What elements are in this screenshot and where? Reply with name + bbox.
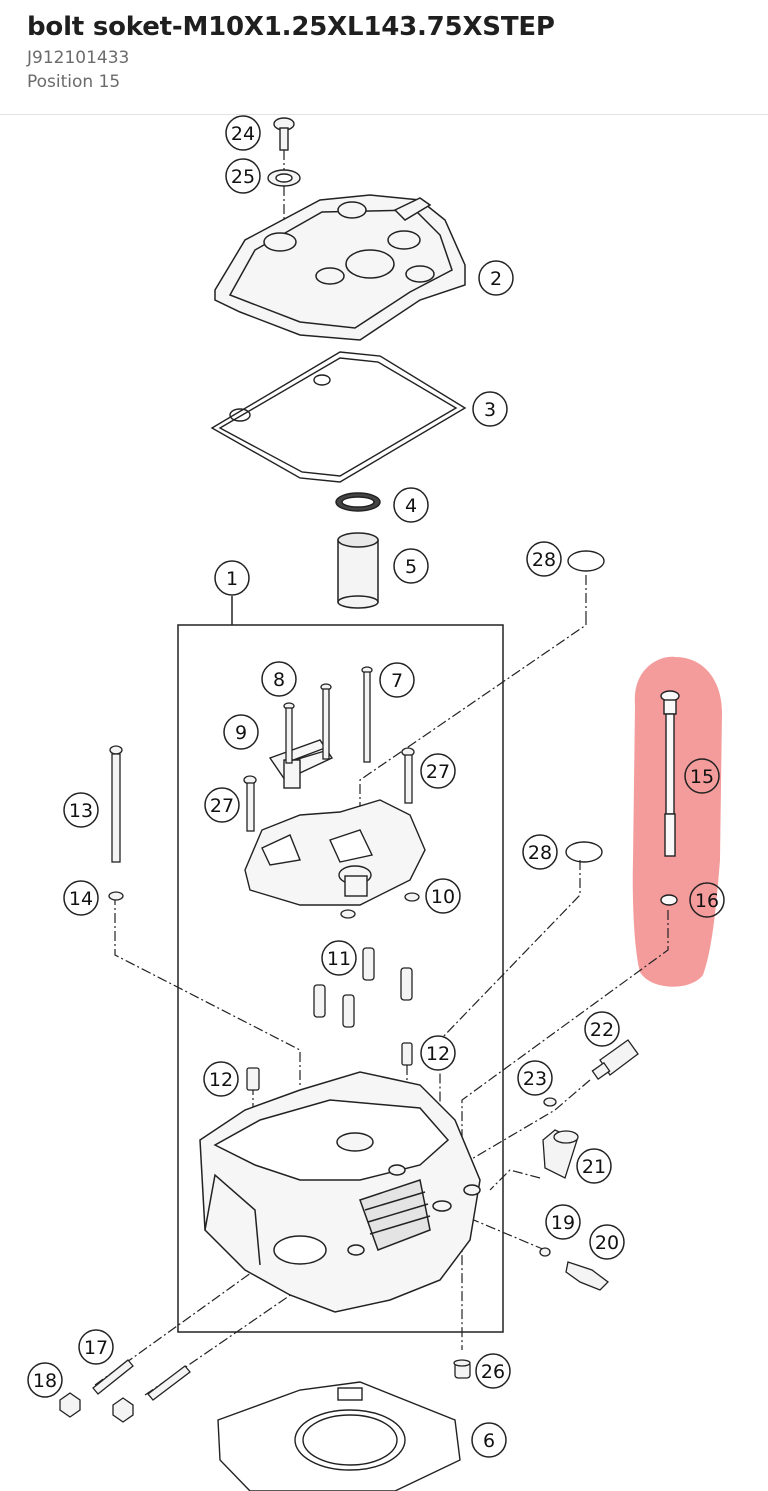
callout-26: 26 (475, 1353, 511, 1389)
dowels (246, 1042, 413, 1091)
callout-3: 3 (472, 391, 508, 427)
svg-text:27: 27 (426, 761, 450, 783)
svg-text:1: 1 (226, 568, 238, 590)
callout-2: 2 (478, 260, 514, 296)
header-divider (0, 114, 768, 115)
callout-25: 25 (225, 158, 261, 194)
svg-text:9: 9 (235, 722, 247, 744)
part-number: J912101433 (27, 48, 130, 68)
svg-text:20: 20 (595, 1232, 619, 1254)
callout-10: 10 (425, 878, 461, 914)
svg-text:2: 2 (490, 268, 502, 290)
studs-and-nuts (59, 1359, 191, 1423)
svg-text:13: 13 (69, 800, 93, 822)
svg-text:21: 21 (582, 1156, 606, 1178)
svg-text:3: 3 (484, 399, 496, 421)
svg-text:25: 25 (231, 166, 255, 188)
callout-13: 13 (63, 792, 99, 828)
callout-18: 18 (27, 1362, 63, 1398)
cover-gasket (210, 351, 467, 483)
callout-21: 21 (576, 1148, 612, 1184)
cam-bridge (244, 739, 426, 906)
callout-22: 22 (584, 1011, 620, 1047)
svg-text:12: 12 (426, 1043, 450, 1065)
callout-15: 15 (684, 758, 720, 794)
svg-text:19: 19 (551, 1212, 575, 1234)
callout-4: 4 (393, 487, 429, 523)
item1-group-box (177, 596, 504, 1333)
callout-24: 24 (225, 115, 261, 151)
plug-26 (453, 1359, 471, 1379)
callout-27-b: 27 (204, 787, 240, 823)
highlight-overlay (632, 656, 722, 987)
part-header: bolt soket-M10X1.25XL143.75XSTEP J912101… (0, 0, 768, 114)
head-bolt-13 (108, 745, 124, 901)
svg-text:17: 17 (84, 1337, 108, 1359)
part-position: Position 15 (27, 72, 121, 92)
bolt-15 (660, 690, 680, 906)
svg-text:15: 15 (690, 766, 714, 788)
callout-12-b: 12 (203, 1061, 239, 1097)
svg-text:12: 12 (209, 1069, 233, 1091)
svg-text:28: 28 (528, 842, 552, 864)
svg-text:11: 11 (327, 948, 351, 970)
svg-text:14: 14 (69, 888, 93, 910)
callout-8: 8 (261, 661, 297, 697)
callout-6: 6 (471, 1422, 507, 1458)
svg-text:22: 22 (590, 1019, 614, 1041)
svg-text:4: 4 (405, 495, 417, 517)
valve-guides (313, 947, 413, 1028)
svg-text:16: 16 (695, 890, 719, 912)
svg-text:18: 18 (33, 1370, 57, 1392)
small-screws (340, 892, 420, 919)
callout-19: 19 (545, 1204, 581, 1240)
filler-cap (335, 492, 381, 609)
cylinder-head (199, 1071, 481, 1313)
bridge-bolts (243, 666, 415, 832)
o-rings (565, 550, 605, 863)
svg-text:26: 26 (481, 1361, 505, 1383)
svg-text:10: 10 (431, 886, 455, 908)
svg-text:28: 28 (532, 549, 556, 571)
callout-9: 9 (223, 714, 259, 750)
callout-5: 5 (393, 548, 429, 584)
callout-labels: 24 25 2 3 4 5 28 1 8 7 9 27 27 13 14 28 … (27, 115, 725, 1458)
svg-text:7: 7 (391, 670, 403, 692)
svg-text:6: 6 (483, 1430, 495, 1452)
callout-27-a: 27 (420, 753, 456, 789)
svg-text:5: 5 (405, 556, 417, 578)
callout-17: 17 (78, 1329, 114, 1365)
sensor-20 (539, 1247, 609, 1291)
svg-text:8: 8 (273, 669, 285, 691)
exploded-parts-diagram: 24 25 2 3 4 5 28 1 8 7 9 27 27 13 14 28 … (0, 115, 768, 1491)
callout-11: 11 (321, 940, 357, 976)
svg-text:27: 27 (210, 795, 234, 817)
sleeve-21 (542, 1129, 579, 1179)
callout-12-a: 12 (420, 1035, 456, 1071)
callout-23: 23 (517, 1060, 553, 1096)
callout-14: 14 (63, 880, 99, 916)
sensor-22 (543, 1039, 639, 1107)
callout-1: 1 (214, 560, 250, 596)
head-gasket (217, 1381, 461, 1491)
callout-16: 16 (689, 882, 725, 918)
part-title: bolt soket-M10X1.25XL143.75XSTEP (27, 12, 555, 42)
callout-28-b: 28 (522, 834, 558, 870)
callout-20: 20 (589, 1224, 625, 1260)
valve-cover (214, 194, 466, 341)
svg-text:23: 23 (523, 1068, 547, 1090)
callout-7: 7 (379, 662, 415, 698)
svg-text:24: 24 (231, 123, 255, 145)
callout-28-a: 28 (526, 541, 562, 577)
cover-bolt (267, 117, 301, 187)
